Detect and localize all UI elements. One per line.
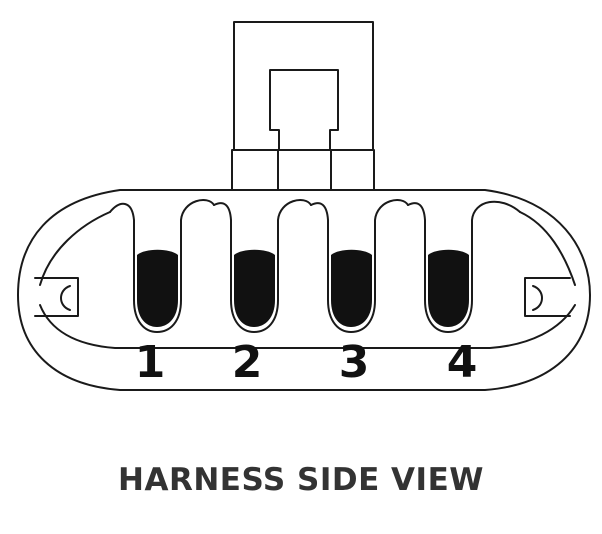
terminal-number-2: 2 bbox=[232, 337, 263, 388]
inner-contour bbox=[39, 211, 576, 349]
terminal-cavities bbox=[109, 199, 521, 333]
terminal-pins bbox=[137, 249, 469, 327]
terminal-pin-2 bbox=[234, 249, 275, 327]
locking-tab bbox=[231, 21, 375, 199]
connector-body bbox=[17, 189, 591, 391]
left-latch bbox=[34, 277, 79, 317]
terminal-pin-1 bbox=[137, 249, 178, 327]
view-caption: HARNESS SIDE VIEW bbox=[118, 462, 484, 498]
terminal-number-1: 1 bbox=[135, 337, 166, 388]
terminal-number-4: 4 bbox=[447, 337, 478, 388]
right-latch bbox=[524, 277, 571, 317]
terminal-pin-4 bbox=[428, 249, 469, 327]
terminal-number-3: 3 bbox=[339, 337, 370, 388]
terminal-pin-3 bbox=[331, 249, 372, 327]
